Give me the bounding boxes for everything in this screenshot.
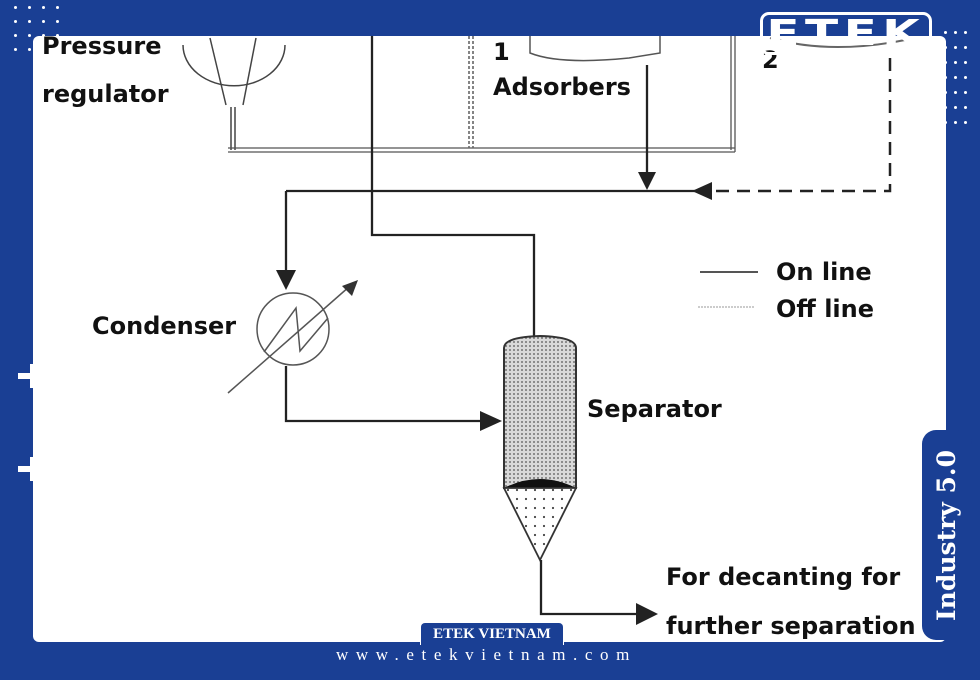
decorative-dot <box>954 91 957 94</box>
legend-offline-label: Off line <box>776 295 875 323</box>
separator-inlet-arrow <box>480 411 502 431</box>
decorative-dot <box>56 6 59 9</box>
output-arrow <box>636 603 658 625</box>
pressure-regulator-label-line2: regulator <box>42 80 169 108</box>
decorative-dot <box>954 106 957 109</box>
separator-vessel <box>502 334 578 563</box>
logo-text: ETEK <box>766 12 926 54</box>
condenser-symbol <box>227 280 358 394</box>
decorative-dot-grid-top-right <box>944 31 974 136</box>
condenser-outlet-line <box>284 366 484 423</box>
decorative-dot <box>42 6 45 9</box>
separator-label: Separator <box>587 395 722 423</box>
adsorber-housing <box>228 36 736 153</box>
bypass-line <box>370 36 536 337</box>
industry-side-text: Industry 5.0 <box>932 449 962 621</box>
brand-badge: ETEK VIETNAM <box>420 622 564 645</box>
decorative-dot <box>56 20 59 23</box>
decorative-dot <box>964 76 967 79</box>
decorative-dot <box>964 91 967 94</box>
decorative-dot <box>964 106 967 109</box>
adsorber-2-vessel <box>769 37 906 48</box>
adsorbers-label: Adsorbers <box>493 73 631 101</box>
decorative-dot <box>28 34 31 37</box>
output-label-line2: further separation <box>666 612 916 640</box>
plus-mark-upper-stem <box>30 364 34 388</box>
decorative-dot <box>954 121 957 124</box>
decorative-dot <box>964 61 967 64</box>
diagram-panel <box>33 36 946 642</box>
decorative-dot <box>28 20 31 23</box>
decorative-dot <box>954 61 957 64</box>
condenser-label: Condenser <box>92 312 237 340</box>
decorative-dot <box>56 34 59 37</box>
decorative-dot <box>28 48 31 51</box>
decorative-dot <box>14 20 17 23</box>
plus-mark-lower-stem <box>30 457 34 481</box>
separator-outlet-line <box>539 560 640 616</box>
plus-mark-upper <box>18 373 34 379</box>
pressure-regulator-label-line1: Pressure <box>42 32 162 60</box>
decorative-dot <box>14 48 17 51</box>
process-flow-diagram <box>182 36 906 625</box>
offline-line <box>716 50 892 193</box>
decorative-dot <box>42 34 45 37</box>
decorative-dot <box>954 76 957 79</box>
decorative-dot <box>14 34 17 37</box>
plus-mark-lower <box>18 466 34 472</box>
decorative-dot <box>42 20 45 23</box>
industry-side-text-wrap: Industry 5.0 <box>922 430 972 640</box>
decorative-dot <box>954 31 957 34</box>
industry-side-tab <box>922 430 972 640</box>
legend-online-label: On line <box>776 258 872 286</box>
decorative-dot <box>14 6 17 9</box>
decorative-dot <box>964 46 967 49</box>
adsorber-1-vessel <box>529 36 661 62</box>
offline-return-arrow <box>692 182 712 200</box>
decorative-dot <box>954 46 957 49</box>
website-url[interactable]: www.etekvietnam.com <box>336 645 637 664</box>
adsorber-outlet-arrow <box>638 172 656 190</box>
decorative-dot <box>944 31 947 34</box>
pressure-regulator-symbol <box>182 37 286 150</box>
etek-logo: ETEK <box>760 12 932 55</box>
decorative-dot <box>964 121 967 124</box>
decorative-dot-grid-top-left <box>14 6 70 62</box>
output-label-line1: For decanting for <box>666 563 901 591</box>
condenser-inlet-arrow <box>276 270 296 290</box>
decorative-dot <box>28 6 31 9</box>
adsorber-1-number: 1 <box>493 38 510 66</box>
decorative-dot <box>964 31 967 34</box>
